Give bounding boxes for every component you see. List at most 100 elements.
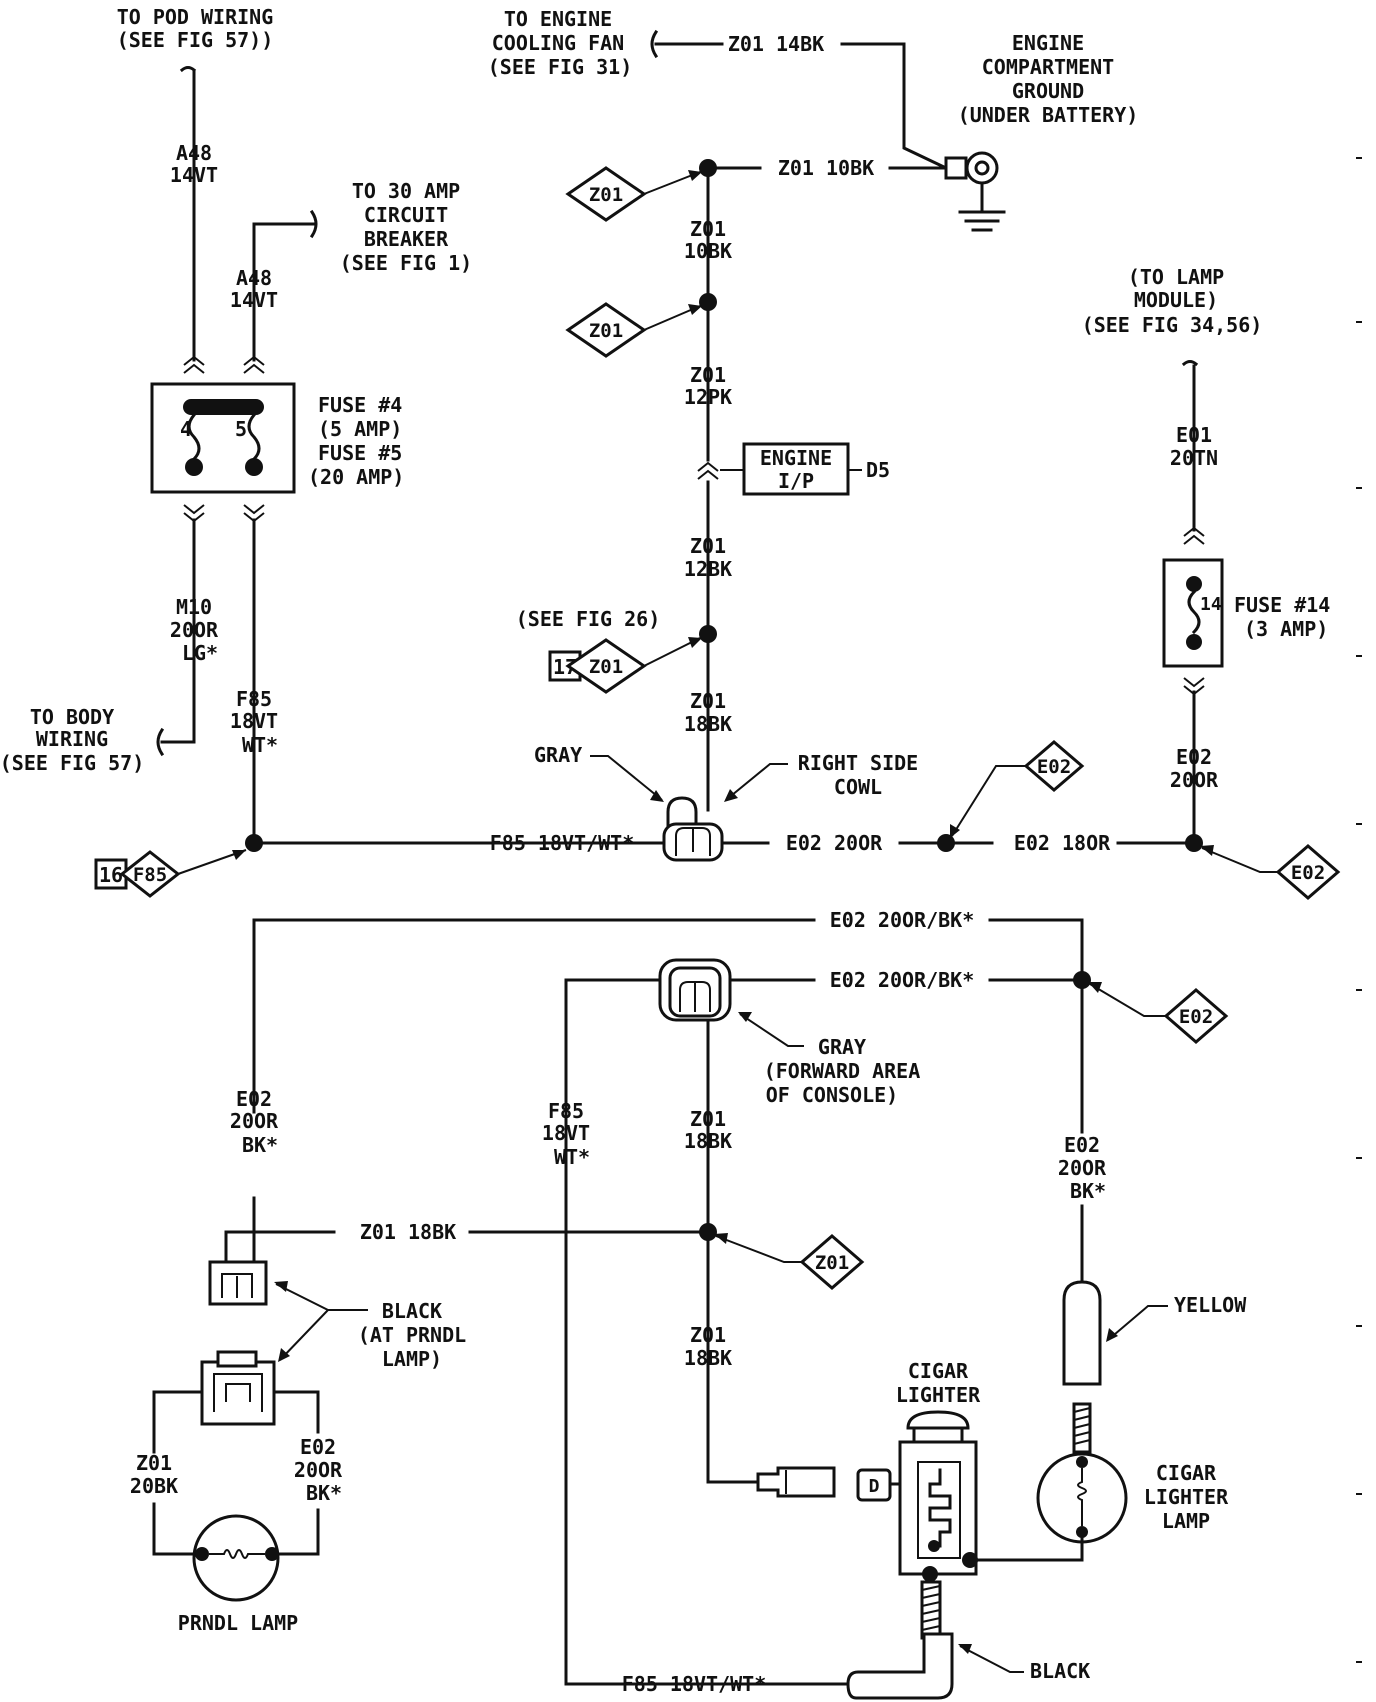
lighter-d-label: D [869, 1476, 880, 1497]
wire-e02-prndl-lower [270, 1508, 320, 1556]
wire-e02-prndl [272, 1390, 320, 1434]
gray-console-label: GRAY (FORWARD AREA OF CONSOLE) [764, 1035, 921, 1107]
wire-e02-left-label: E02 20OR BK* [230, 1087, 279, 1157]
cigar-lighter-knob [906, 1410, 970, 1430]
svg-text:(AT PRNDL: (AT PRNDL [358, 1323, 466, 1347]
z01-arrowhead-4 [714, 1233, 728, 1244]
wire-z01-10bk-v-label: Z01 10BK [684, 217, 732, 263]
body-wiring-break-symbol [156, 727, 165, 757]
e02-arrow-2 [1201, 847, 1278, 873]
fuse-14-number: 14 [1200, 594, 1222, 615]
e02-diamond-2-label: E02 [1291, 862, 1325, 884]
wire-e02-20or-v-label: E02 20OR [1170, 745, 1219, 792]
svg-text:LIGHTER: LIGHTER [1144, 1485, 1229, 1509]
black-prndl-leader-2 [279, 1309, 329, 1361]
z01-diamond-1 [565, 166, 647, 222]
svg-text:Z01: Z01 [136, 1451, 172, 1475]
lighter-lamp-filament-icon [1077, 1468, 1087, 1526]
svg-text:LIGHTER: LIGHTER [896, 1383, 981, 1407]
svg-text:12BK: 12BK [684, 557, 732, 581]
e02-arrowhead-2 [1200, 845, 1214, 856]
svg-text:18VT: 18VT [542, 1121, 590, 1145]
svg-text:Z01: Z01 [690, 689, 726, 713]
cigar-lighter-terminal-bottom [922, 1566, 938, 1582]
wire-z01-10bk-h-label: Z01 10BK [778, 156, 874, 180]
wire-lighter-lamp-ground [968, 1536, 1084, 1562]
svg-text:10BK: 10BK [684, 239, 732, 263]
wire-f85-bottom-label: F85 18VT/WT* [622, 1672, 767, 1696]
svg-text:FUSE #5: FUSE #5 [318, 441, 402, 465]
lamp-module-break-symbol [1181, 360, 1199, 367]
svg-text:(SEE FIG 57): (SEE FIG 57) [0, 751, 144, 775]
svg-text:WT*: WT* [242, 733, 278, 757]
z01-arrowhead-2 [688, 304, 702, 315]
wire-e02-bk-top-right [988, 918, 1084, 982]
black-leader [959, 1645, 1024, 1673]
cigar-lighter-lamp-label: CIGAR LIGHTER LAMP [1144, 1461, 1229, 1533]
fuse-5-terminal [245, 458, 263, 476]
ground-eyelet-hole [974, 160, 990, 176]
svg-text:18VT: 18VT [230, 709, 278, 733]
prndl-lamp-label: PRNDL LAMP [178, 1611, 298, 1635]
wire-f85-horizontal-label: F85 18VT/WT* [490, 831, 635, 855]
cigar-lighter-terminal-inner [928, 1540, 940, 1552]
black-prndl-arrowhead-2 [278, 1348, 290, 1362]
e02-diamond-1 [1023, 740, 1085, 792]
breaker-break-symbol [309, 209, 318, 239]
lighter-lamp-terminal-bottom [1076, 1526, 1088, 1538]
fuse-4-5-label: FUSE #4 (5 AMP) FUSE #5 (20 AMP) [308, 393, 404, 489]
prndl-connector-upper-pins [221, 1273, 253, 1298]
gray-arrowhead [650, 790, 664, 802]
yellow-label: YELLOW [1174, 1293, 1247, 1317]
ground-symbol-icon [958, 210, 1006, 232]
wire-e01-20tn-label: E01 20TN [1170, 423, 1218, 470]
prndl-connector-lower-latch [216, 1350, 258, 1368]
prndl-lamp-bulb [192, 1514, 280, 1602]
svg-text:14VT: 14VT [170, 163, 218, 187]
svg-text:(SEE FIG 34,56): (SEE FIG 34,56) [1082, 313, 1263, 337]
e02-diamond-2 [1275, 844, 1341, 900]
svg-text:Z01: Z01 [690, 534, 726, 558]
lamp-module-label: (TO LAMP MODULE) (SEE FIG 34,56) [1082, 265, 1263, 337]
prndl-lamp-terminal-left [195, 1547, 209, 1561]
cigar-lighter-element-frame [917, 1461, 961, 1559]
black-prndl-label: BLACK (AT PRNDL LAMP) [358, 1299, 466, 1371]
svg-text:(UNDER BATTERY): (UNDER BATTERY) [958, 103, 1139, 127]
ground-eyelet [965, 151, 999, 185]
svg-text:GRAY: GRAY [818, 1035, 866, 1059]
svg-text:E02: E02 [1176, 745, 1212, 769]
wire-z01-20bk-lower [152, 1502, 202, 1556]
svg-text:E02: E02 [1064, 1133, 1100, 1157]
svg-text:14VT: 14VT [230, 288, 278, 312]
wire-a48-right-label: A48 14VT [230, 266, 278, 312]
cigar-lighter-label: CIGAR LIGHTER [896, 1359, 981, 1407]
breaker-label: TO 30 AMP CIRCUIT BREAKER (SEE FIG 1) [340, 179, 472, 275]
svg-text:Z01: Z01 [690, 1107, 726, 1131]
svg-text:(5 AMP): (5 AMP) [318, 417, 402, 441]
fuse-4-element [187, 412, 201, 462]
svg-text:Z01: Z01 [690, 1323, 726, 1347]
gray-leader [590, 755, 663, 801]
svg-text:TO 30 AMP: TO 30 AMP [352, 179, 460, 203]
svg-text:WT*: WT* [554, 1145, 590, 1169]
svg-text:(3 AMP): (3 AMP) [1244, 617, 1328, 641]
right-cowl-leader [725, 763, 788, 801]
wire-e02-right-label: E02 20OR BK* [1058, 1133, 1107, 1203]
z01-diamond-1-label: Z01 [589, 184, 623, 206]
svg-text:GROUND: GROUND [1012, 79, 1084, 103]
wire-z01-18bk-horizontal-left [224, 1230, 336, 1264]
z01-arrow-4 [715, 1235, 802, 1263]
svg-text:ENGINE: ENGINE [760, 446, 832, 470]
wire-e02-18or-label: E02 18OR [1014, 831, 1111, 855]
wire-e02-prndl-label: E02 20OR BK* [294, 1435, 343, 1505]
fuse-connector-top-left [183, 355, 205, 374]
lighter-lamp-terminal-top [1076, 1456, 1088, 1468]
fuse-connector-top-right [243, 355, 265, 374]
f85-arrowhead [232, 850, 246, 860]
svg-text:20BK: 20BK [130, 1474, 178, 1498]
cooling-fan-label: TO ENGINE COOLING FAN (SEE FIG 31) [488, 7, 633, 79]
svg-text:20OR: 20OR [1058, 1156, 1107, 1180]
yellow-leader [1107, 1305, 1168, 1341]
ground-terminal [944, 156, 968, 180]
wire-f85-lower [564, 978, 782, 1686]
